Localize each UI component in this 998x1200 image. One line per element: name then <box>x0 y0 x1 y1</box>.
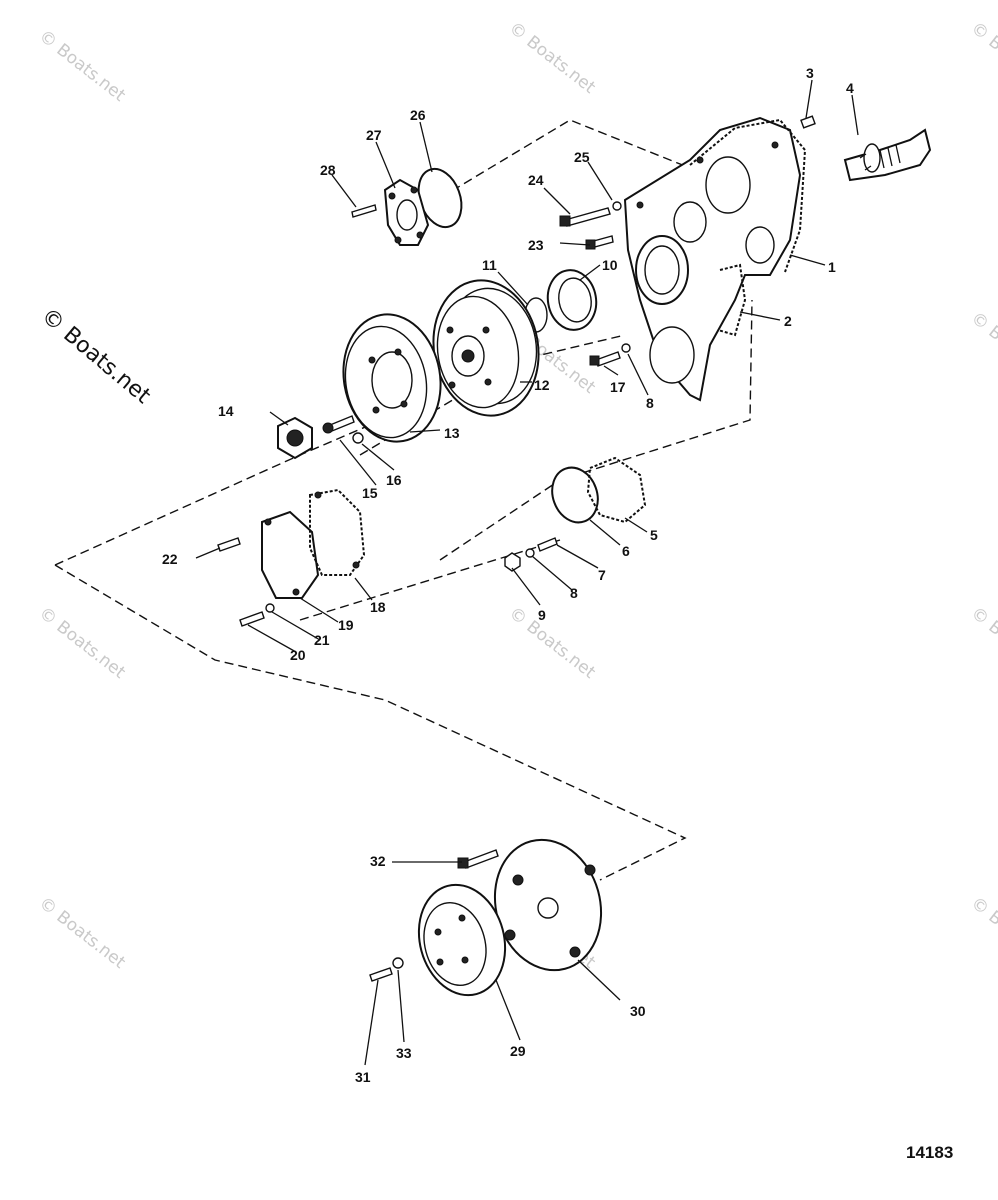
callout-6: 6 <box>622 543 630 559</box>
lower-pulley-assembly <box>369 838 603 997</box>
lower-cover-assembly <box>504 456 647 572</box>
callout-12: 12 <box>534 377 550 393</box>
callout-26: 26 <box>410 107 426 123</box>
callout-2: 2 <box>784 313 792 329</box>
plate-assembly <box>351 167 463 246</box>
damper-fasteners <box>277 415 364 460</box>
callout-labels: 1 2 3 4 5 6 7 8 8 9 10 11 12 13 14 15 16… <box>162 65 854 1085</box>
callout-13: 13 <box>444 425 460 441</box>
callout-3: 3 <box>806 65 814 81</box>
watermark-dark: © Boats.net <box>36 303 155 409</box>
callout-30: 30 <box>630 1003 646 1019</box>
callout-33: 33 <box>396 1045 412 1061</box>
watermark: © Boats.net <box>967 603 998 683</box>
cover-bolts-upper <box>559 201 622 250</box>
callout-8-upper: 8 <box>646 395 654 411</box>
callout-25: 25 <box>574 149 590 165</box>
cover-bolt-lower <box>589 343 631 367</box>
crank-shaft <box>843 128 932 182</box>
callout-14: 14 <box>218 403 234 419</box>
callout-21: 21 <box>314 632 330 648</box>
callout-17: 17 <box>610 379 626 395</box>
watermark: © Boats.net <box>967 308 998 388</box>
watermark: © Boats.net <box>35 26 129 106</box>
pulley-hub <box>432 279 540 417</box>
callout-20: 20 <box>290 647 306 663</box>
leader-lines <box>195 79 859 1066</box>
callout-24: 24 <box>528 172 544 188</box>
timing-cover <box>623 116 807 402</box>
callout-9: 9 <box>538 607 546 623</box>
callout-23: 23 <box>528 237 544 253</box>
cover-gasket <box>717 263 747 337</box>
callout-1: 1 <box>828 259 836 275</box>
callout-19: 19 <box>338 617 354 633</box>
side-cover-assembly <box>217 488 366 627</box>
seal-assembly <box>524 269 598 333</box>
callout-28: 28 <box>320 162 336 178</box>
watermark: © Boats.net <box>505 603 599 683</box>
callout-22: 22 <box>162 551 178 567</box>
watermark: © Boats.net <box>505 18 599 98</box>
harmonic-damper <box>342 313 442 443</box>
callout-10: 10 <box>602 257 618 273</box>
watermark: © Boats.net <box>35 603 129 683</box>
callout-27: 27 <box>366 127 382 143</box>
diagram-reference-number: 14183 <box>906 1143 953 1162</box>
dowel-pin <box>800 115 816 129</box>
callout-18: 18 <box>370 599 386 615</box>
callout-4: 4 <box>846 80 854 96</box>
watermark: © Boats.net <box>967 18 998 98</box>
callout-31: 31 <box>355 1069 371 1085</box>
callout-16: 16 <box>386 472 402 488</box>
callout-15: 15 <box>362 485 378 501</box>
watermark: © Boats.net <box>967 893 998 973</box>
callout-11: 11 <box>482 257 497 273</box>
callout-29: 29 <box>510 1043 526 1059</box>
callout-7: 7 <box>598 567 606 583</box>
watermark: © Boats.net <box>35 893 129 973</box>
callout-5: 5 <box>650 527 658 543</box>
callout-32: 32 <box>370 853 386 869</box>
callout-8: 8 <box>570 585 578 601</box>
